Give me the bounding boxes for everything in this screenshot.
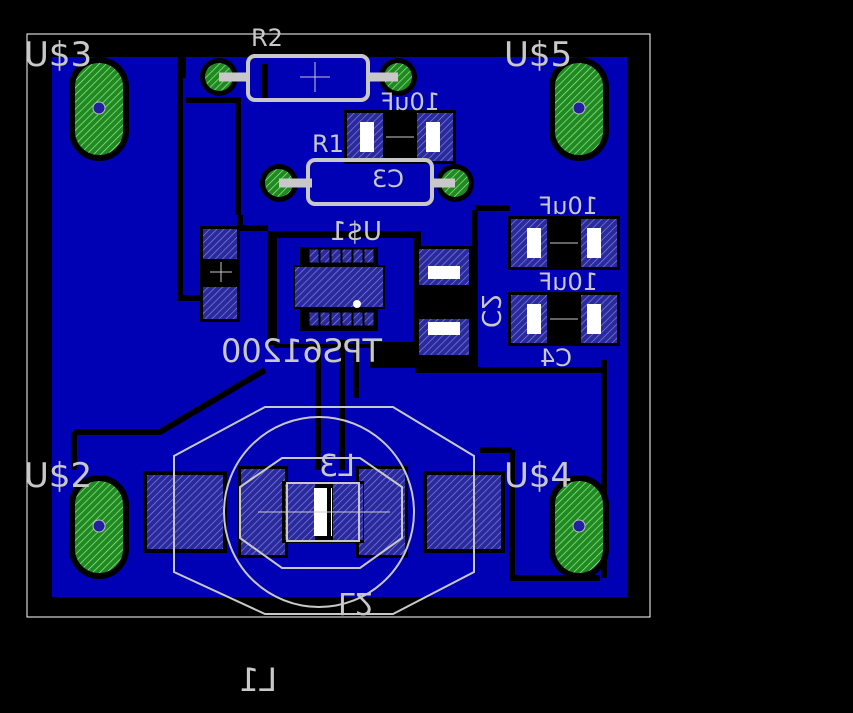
inductor-silkscreen xyxy=(173,406,475,615)
trace-channels xyxy=(71,58,607,581)
capacitor-left-small xyxy=(200,226,240,322)
mount-hole-us5 xyxy=(549,57,609,161)
ic-us1 xyxy=(293,247,385,331)
label-r1: R1 xyxy=(312,130,344,158)
label-c4-value: 10uF xyxy=(538,268,598,296)
mount-hole-us4 xyxy=(549,475,609,579)
label-c3: C3 xyxy=(372,165,404,193)
label-c3-value: 10uF xyxy=(380,88,440,116)
capacitor-c2 xyxy=(416,246,472,358)
label-r2: R2 xyxy=(251,24,283,52)
label-l2: L2 xyxy=(338,585,374,620)
resistor-r2 xyxy=(200,54,417,102)
capacitor-c1 xyxy=(508,216,620,270)
label-us4: U$4 xyxy=(504,456,572,496)
label-us3: U$3 xyxy=(24,35,92,75)
label-l1: L1 xyxy=(239,661,277,699)
mount-hole-us2 xyxy=(69,475,129,579)
capacitor-c4 xyxy=(508,292,620,346)
ic-keepout xyxy=(273,234,417,348)
label-us1: U$1 xyxy=(330,217,382,247)
inductor-area xyxy=(143,466,505,558)
label-l3: L3 xyxy=(319,449,355,484)
label-us2: U$2 xyxy=(24,456,92,496)
label-us1-part: TPS61200 xyxy=(221,332,383,370)
label-c4: C4 xyxy=(540,344,572,372)
label-c2: C2 xyxy=(475,293,505,328)
board-outline xyxy=(26,33,651,618)
resistor-r1 xyxy=(260,158,474,206)
label-c1-value: 10uF xyxy=(538,192,598,220)
mount-hole-us3 xyxy=(69,57,129,161)
capacitor-c3 xyxy=(344,110,456,164)
label-us5: U$5 xyxy=(504,35,572,75)
